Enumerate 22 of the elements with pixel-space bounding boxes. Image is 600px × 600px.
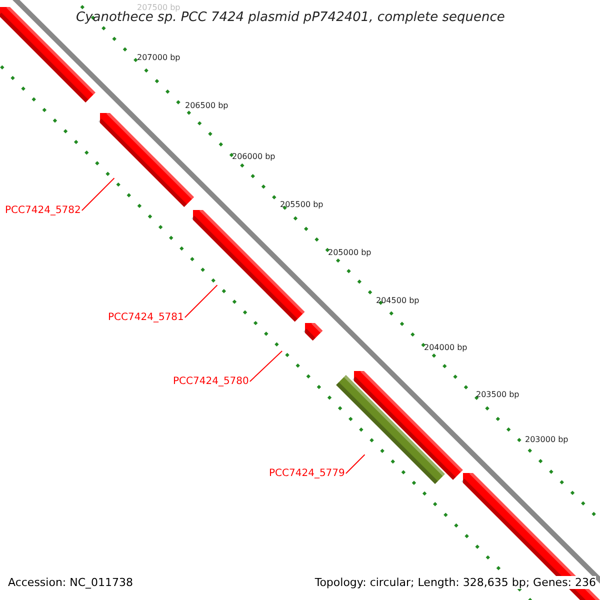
gene-bar bbox=[352, 370, 463, 480]
footer-note: Topology: circular; Length: 328,635 bp; Genes: 236 bbox=[314, 576, 596, 589]
leader-line bbox=[81, 178, 115, 211]
gene-bar bbox=[98, 112, 194, 208]
tick-label: 204000 bp bbox=[424, 343, 468, 352]
gene-bar bbox=[192, 208, 305, 322]
gene-label: PCC7424_5780 bbox=[173, 376, 249, 387]
tick-label: 204500 bp bbox=[376, 296, 420, 305]
gene-label: PCC7424_5782 bbox=[5, 205, 81, 216]
leader-line bbox=[345, 454, 366, 474]
tick-label: 207000 bp bbox=[137, 53, 180, 62]
footer-note: Accession: NC_011738 bbox=[8, 576, 134, 589]
gene-label: PCC7424_5781 bbox=[108, 312, 184, 323]
gene-label: PCC7424_5779 bbox=[269, 468, 345, 479]
tick-label: 206000 bp bbox=[232, 152, 276, 161]
gene-bar bbox=[304, 322, 323, 341]
gene-bar bbox=[462, 472, 600, 600]
tick-label: 205000 bp bbox=[328, 248, 372, 257]
tick-label: 207500 bp bbox=[137, 3, 180, 12]
leader-line bbox=[184, 284, 218, 318]
map-title: Cyanothece sp. PCC 7424 plasmid pP742401, complete sequence bbox=[76, 10, 505, 25]
leader-line bbox=[249, 350, 283, 382]
